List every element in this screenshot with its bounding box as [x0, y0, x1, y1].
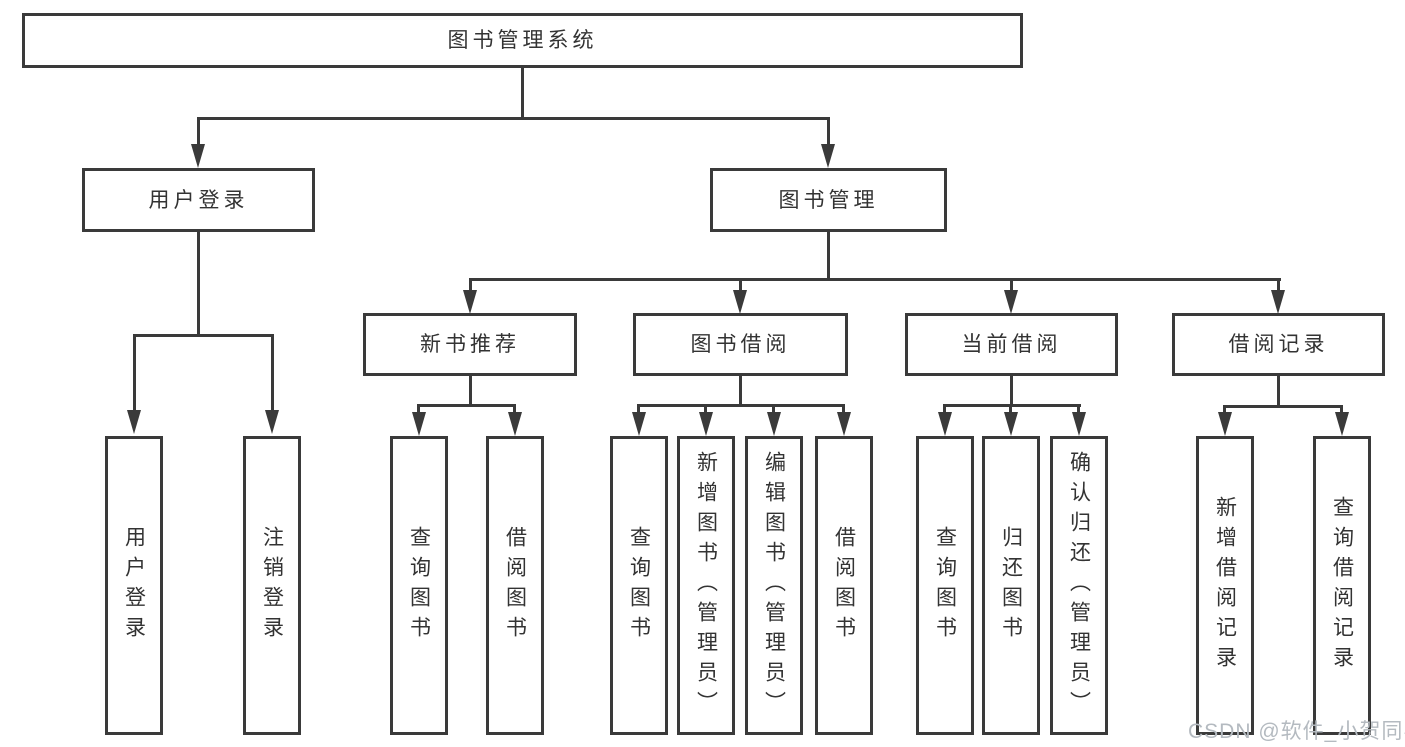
node-label: 借阅记录 — [1228, 333, 1329, 356]
arrowhead-down-icon — [265, 410, 279, 434]
csdn-watermark: CSDN @软件_小贺同学 — [1188, 720, 1405, 743]
connector-line — [943, 404, 946, 414]
connector-line — [1010, 278, 1013, 292]
connector-line — [521, 68, 524, 117]
node-label: 图书管理系统 — [447, 29, 598, 52]
connector-line — [418, 404, 516, 407]
connector-line — [704, 404, 707, 414]
connector-line — [417, 404, 420, 414]
arrowhead-down-icon — [1004, 412, 1018, 436]
leaf-query-borrow-record: 查询借阅记录 — [1313, 436, 1371, 735]
arrowhead-down-icon — [699, 412, 713, 436]
leaf-query-books-borrowing: 查询图书 — [610, 436, 668, 735]
leaf-add-book-admin: 新增图书（管理员） — [677, 436, 735, 735]
node-library-management-system: 图书管理系统 — [22, 13, 1023, 68]
leaf-query-books-current: 查询图书 — [916, 436, 974, 735]
arrowhead-down-icon — [1218, 412, 1232, 436]
connector-line — [1277, 376, 1280, 405]
node-label: 当前借阅 — [961, 333, 1062, 356]
leaf-label: 查询图书 — [627, 525, 651, 646]
connector-line — [827, 117, 830, 146]
leaf-label: 新增借阅记录 — [1213, 495, 1237, 676]
arrowhead-down-icon — [1072, 412, 1086, 436]
connector-line — [271, 334, 274, 412]
node-new-book-recommendation: 新书推荐 — [363, 313, 577, 376]
connector-line — [1223, 405, 1226, 414]
arrowhead-down-icon — [837, 412, 851, 436]
leaf-add-borrow-record: 新增借阅记录 — [1196, 436, 1254, 735]
arrowhead-down-icon — [463, 290, 477, 314]
connector-line — [638, 404, 845, 407]
arrowhead-down-icon — [412, 412, 426, 436]
arrowhead-down-icon — [1335, 412, 1349, 436]
leaf-label: 注销登录 — [260, 525, 284, 646]
node-book-management: 图书管理 — [710, 168, 947, 232]
connector-line — [1009, 404, 1012, 414]
connector-line — [197, 117, 200, 146]
leaf-logout: 注销登录 — [243, 436, 301, 735]
arrowhead-down-icon — [821, 144, 835, 168]
node-label: 图书借阅 — [690, 333, 791, 356]
leaf-label: 查询图书 — [407, 525, 431, 646]
leaf-query-books-recommend: 查询图书 — [390, 436, 448, 735]
arrowhead-down-icon — [127, 410, 141, 434]
leaf-label: 归还图书 — [999, 525, 1023, 646]
connector-line — [1340, 405, 1343, 414]
connector-line — [739, 278, 742, 292]
connector-line — [513, 404, 516, 414]
leaf-label: 新增图书（管理员） — [694, 450, 718, 721]
arrowhead-down-icon — [1004, 290, 1018, 314]
leaf-borrow-books-recommend: 借阅图书 — [486, 436, 544, 735]
connector-line — [1224, 405, 1343, 408]
node-label: 新书推荐 — [420, 333, 520, 356]
leaf-borrow-books: 借阅图书 — [815, 436, 873, 735]
arrowhead-down-icon — [733, 290, 747, 314]
node-borrowing-records: 借阅记录 — [1172, 313, 1385, 376]
arrowhead-down-icon — [632, 412, 646, 436]
leaf-confirm-return-admin: 确认归还（管理员） — [1050, 436, 1108, 735]
node-user-login: 用户登录 — [82, 168, 315, 232]
node-current-borrowing: 当前借阅 — [905, 313, 1118, 376]
leaf-label: 借阅图书 — [503, 525, 527, 646]
connector-line — [197, 117, 830, 120]
arrowhead-down-icon — [508, 412, 522, 436]
arrowhead-down-icon — [191, 144, 205, 168]
connector-line — [827, 232, 830, 278]
arrowhead-down-icon — [938, 412, 952, 436]
connector-line — [469, 278, 1281, 281]
arrowhead-down-icon — [767, 412, 781, 436]
leaf-user-login: 用户登录 — [105, 436, 163, 735]
arrowhead-down-icon — [1271, 290, 1285, 314]
node-label: 用户登录 — [148, 188, 249, 212]
connector-line — [1077, 404, 1080, 414]
connector-line — [842, 404, 845, 414]
leaf-edit-book-admin: 编辑图书（管理员） — [745, 436, 803, 735]
connector-line — [469, 278, 472, 292]
leaf-label: 查询图书 — [933, 525, 957, 646]
connector-line — [739, 376, 742, 404]
connector-line — [133, 334, 273, 337]
node-book-borrowing: 图书借阅 — [633, 313, 848, 376]
connector-line — [133, 334, 136, 412]
connector-line — [944, 404, 1081, 407]
connector-line — [1010, 376, 1013, 404]
connector-line — [772, 404, 775, 414]
leaf-label: 确认归还（管理员） — [1067, 450, 1091, 721]
leaf-label: 编辑图书（管理员） — [762, 450, 786, 721]
leaf-label: 用户登录 — [122, 525, 146, 646]
leaf-label: 查询借阅记录 — [1330, 495, 1354, 676]
connector-line — [469, 376, 472, 404]
leaf-label: 借阅图书 — [832, 525, 856, 646]
leaf-return-books: 归还图书 — [982, 436, 1040, 735]
connector-line — [637, 404, 640, 414]
connector-line — [197, 232, 200, 334]
node-label: 图书管理 — [778, 188, 879, 212]
connector-line — [1277, 278, 1280, 292]
